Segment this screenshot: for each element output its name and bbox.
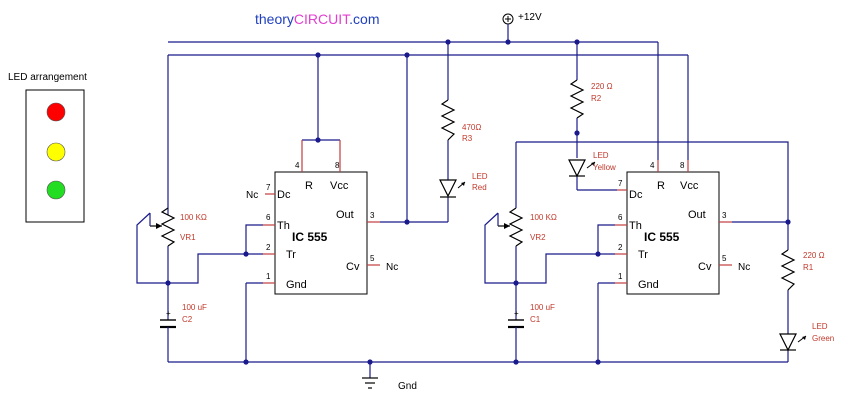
svg-text:+: + xyxy=(514,309,519,318)
svg-text:Vcc: Vcc xyxy=(330,180,349,192)
svg-text:4: 4 xyxy=(295,161,300,170)
svg-text:Red: Red xyxy=(472,183,487,192)
svg-text:8: 8 xyxy=(680,161,685,170)
svg-text:C2: C2 xyxy=(182,315,193,324)
right-ic-name: IC 555 xyxy=(644,230,680,244)
svg-text:6: 6 xyxy=(618,213,623,222)
svg-text:R2: R2 xyxy=(591,94,602,103)
svg-text:1: 1 xyxy=(618,272,623,281)
potentiometer-vr2: 100 KΩ VR2 xyxy=(497,207,557,247)
svg-text:Cv: Cv xyxy=(346,261,360,273)
svg-text:7: 7 xyxy=(618,179,623,188)
svg-text:Dc: Dc xyxy=(629,189,643,201)
left-timing-wiring xyxy=(136,212,263,362)
supply-terminal: +12V xyxy=(502,12,542,42)
led-green: LED Green xyxy=(779,322,834,352)
svg-text:Tr: Tr xyxy=(638,249,648,261)
svg-text:470Ω: 470Ω xyxy=(462,123,481,132)
svg-text:7: 7 xyxy=(266,183,271,192)
svg-text:Out: Out xyxy=(688,209,706,221)
svg-text:4: 4 xyxy=(650,161,655,170)
svg-text:Th: Th xyxy=(629,220,642,232)
site-title: theoryCIRCUIT.com xyxy=(255,11,380,27)
svg-text:R: R xyxy=(305,180,313,192)
svg-text:R1: R1 xyxy=(803,263,814,272)
right-supply-wiring xyxy=(576,42,689,191)
right-cv-nc-label: Nc xyxy=(738,262,750,273)
svg-text:Green: Green xyxy=(812,334,834,343)
svg-text:Cv: Cv xyxy=(698,261,712,273)
svg-text:Tr: Tr xyxy=(286,249,296,261)
svg-text:R: R xyxy=(657,180,665,192)
right-timing-wiring xyxy=(484,142,615,362)
svg-text:Dc: Dc xyxy=(277,189,291,201)
svg-text:VR2: VR2 xyxy=(530,233,546,242)
capacitor-c2: + 100 uF C2 xyxy=(160,303,207,362)
svg-text:LED: LED xyxy=(472,172,488,181)
svg-text:220 Ω: 220 Ω xyxy=(803,251,825,260)
supply-label: +12V xyxy=(518,12,542,23)
legend-green-light xyxy=(46,180,66,200)
left-dc-nc-label: Nc xyxy=(246,190,258,201)
svg-text:2: 2 xyxy=(266,243,271,252)
ground-label: Gnd xyxy=(398,381,417,392)
svg-text:VR1: VR1 xyxy=(180,233,196,242)
svg-text:100 uF: 100 uF xyxy=(530,303,555,312)
svg-text:100 KΩ: 100 KΩ xyxy=(180,213,207,222)
led-legend: LED arrangement xyxy=(8,72,87,223)
svg-text:3: 3 xyxy=(722,211,727,220)
ic-555-left: 4 8 R Vcc 7 Dc Nc 6 Th 2 Tr 1 Gnd 3 Out … xyxy=(246,160,398,295)
svg-text:C1: C1 xyxy=(530,315,541,324)
svg-text:LED: LED xyxy=(812,322,828,331)
svg-text:Vcc: Vcc xyxy=(680,180,699,192)
resistor-r3: 470Ω R3 xyxy=(440,99,481,143)
top-rail xyxy=(167,39,688,215)
led-yellow: LED Yellow xyxy=(568,151,616,178)
potentiometer-vr1: 100 KΩ VR1 xyxy=(149,207,207,247)
capacitor-c1: + 100 uF C1 xyxy=(508,303,555,362)
svg-text:Gnd: Gnd xyxy=(286,279,307,291)
right-output-wiring xyxy=(516,141,791,362)
left-cv-nc-label: Nc xyxy=(386,262,398,273)
ground-rail: Gnd xyxy=(168,359,788,392)
svg-text:Gnd: Gnd xyxy=(638,279,659,291)
svg-text:Th: Th xyxy=(277,220,290,232)
left-ic-power-wiring xyxy=(301,55,341,160)
svg-text:Out: Out xyxy=(336,209,354,221)
svg-text:100 KΩ: 100 KΩ xyxy=(530,213,557,222)
svg-text:+: + xyxy=(166,309,171,318)
svg-text:1: 1 xyxy=(266,272,271,281)
left-ic-name: IC 555 xyxy=(292,230,328,244)
left-output-wiring xyxy=(380,42,449,225)
legend-red-light xyxy=(46,102,66,122)
svg-text:Yellow: Yellow xyxy=(593,163,616,172)
legend-yellow-light xyxy=(46,142,66,162)
resistor-r2: 220 Ω R2 xyxy=(569,79,613,136)
ic-555-right: 4 8 R Vcc 7 Dc 6 Th 2 Tr 1 Gnd 3 Out 5 C… xyxy=(615,160,750,295)
svg-text:2: 2 xyxy=(618,243,623,252)
svg-text:6: 6 xyxy=(266,213,271,222)
svg-text:8: 8 xyxy=(335,161,340,170)
legend-title: LED arrangement xyxy=(8,72,87,83)
resistor-r1: 220 Ω R1 xyxy=(780,249,825,291)
svg-text:5: 5 xyxy=(722,254,727,263)
svg-text:LED: LED xyxy=(593,151,609,160)
svg-text:100 uF: 100 uF xyxy=(182,303,207,312)
svg-text:R3: R3 xyxy=(462,134,473,143)
svg-text:3: 3 xyxy=(370,211,375,220)
svg-text:5: 5 xyxy=(370,254,375,263)
svg-text:220 Ω: 220 Ω xyxy=(591,82,613,91)
led-red: LED Red xyxy=(439,172,488,198)
